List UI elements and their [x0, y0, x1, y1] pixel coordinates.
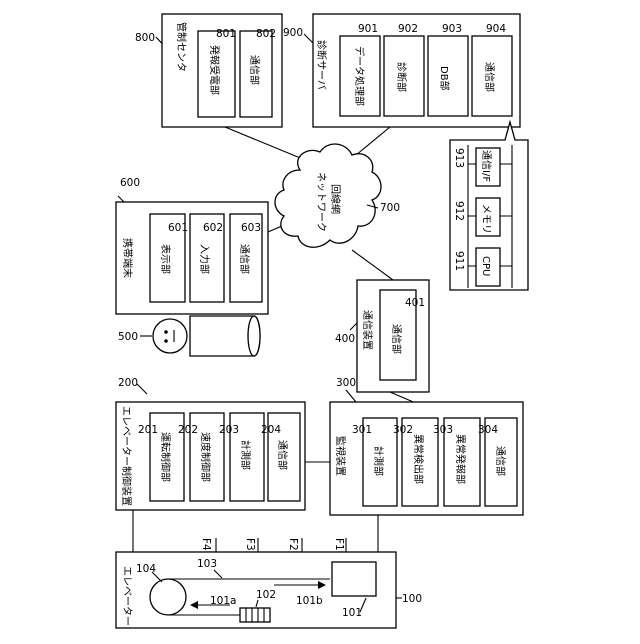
person-figure: 500 — [118, 316, 260, 356]
diagnosis-server-block: 900 診断サーバ データ処理部 901 診断部 902 DB部 903 通信部… — [283, 14, 520, 127]
elevator-ref: 100 — [402, 593, 422, 605]
server-item-1-label: データ処理部 — [353, 46, 366, 106]
floor-label-f1: F1 — [333, 538, 345, 551]
monitor-item-3-ref: 303 — [433, 424, 453, 436]
monitor-item-1-ref: 301 — [352, 424, 372, 436]
monitor-title: 監視装置 — [334, 436, 347, 476]
central-item-1-ref: 801 — [216, 28, 236, 40]
server-item-2-ref: 902 — [398, 23, 418, 35]
hw-item-3-label: CPU — [480, 256, 491, 276]
comm-title: 通信装置 — [361, 310, 374, 350]
controller-item-4-ref: 204 — [261, 424, 281, 436]
hardware-callout: 913 通信I/F 912 メモリ 911 CPU — [450, 122, 528, 290]
sheave-pulley — [150, 579, 186, 615]
server-item-3-label: DB部 — [438, 66, 451, 91]
elevator-block: F4 F3 F2 F1 エレベーター 104 103 102 101a 101b… — [116, 538, 422, 628]
comm-item-1-ref: 401 — [405, 297, 425, 309]
mobile-title: 携帯端末 — [121, 238, 134, 278]
person-ref: 500 — [118, 331, 138, 343]
monitoring-device-block: 300 監視装置 計測部 301 異常検出部 302 異常発報部 303 通信部… — [330, 377, 523, 515]
person-eye-right — [164, 339, 168, 343]
network-cloud-shape — [275, 144, 381, 247]
person-eye-left — [164, 330, 168, 334]
controller-ref: 200 — [118, 377, 138, 389]
mobile-terminal-block: 600 携帯端末 表示部 601 入力部 602 通信部 603 — [116, 177, 268, 314]
controller-item-4-label: 通信部 — [276, 440, 289, 470]
comm-item-1-label: 通信部 — [390, 324, 403, 354]
control-center-block: 800 管制センタ 発報受電部 801 通信部 802 — [135, 14, 282, 127]
elevator-car — [332, 562, 376, 596]
counterweight — [240, 608, 270, 622]
car-ref: 101 — [342, 607, 362, 619]
monitor-item-3-label: 異常発報部 — [454, 434, 467, 484]
mobile-item-2-ref: 602 — [203, 222, 223, 234]
central-ref: 800 — [135, 32, 155, 44]
mobile-item-3-label: 通信部 — [238, 244, 251, 274]
central-item-1-label: 発報受電部 — [208, 45, 221, 95]
network-cloud: ネットワーク 回線網 700 — [275, 144, 400, 247]
rope-b-ref: 101b — [296, 595, 323, 607]
monitor-item-2-label: 異常検出部 — [412, 434, 425, 484]
server-title: 診断サーバ — [315, 40, 328, 90]
central-item-2-ref: 802 — [256, 28, 276, 40]
network-label-1: ネットワーク — [315, 172, 327, 232]
elevator-controller-block: 200 エレベーター制御装置 運転制御部 201 速度制御部 202 計測部 2… — [116, 377, 305, 510]
controller-item-3-ref: 203 — [219, 424, 239, 436]
comm-device-block: 400 通信装置 通信部 401 — [335, 280, 429, 392]
hw-item-2-label: メモリ — [480, 204, 491, 234]
rope-a-ref: 101a — [210, 595, 236, 607]
server-item-1-ref: 901 — [358, 23, 378, 35]
monitor-item-2-ref: 302 — [393, 424, 413, 436]
monitor-item-4-label: 通信部 — [494, 446, 507, 476]
person-body-end — [248, 316, 260, 356]
monitor-item-1-label: 計測部 — [372, 446, 385, 476]
mobile-item-1-label: 表示部 — [159, 244, 172, 274]
mobile-ref: 600 — [120, 177, 140, 189]
server-item-4-label: 通信部 — [483, 62, 496, 92]
link-central-network — [225, 127, 310, 162]
server-ref: 900 — [283, 27, 303, 39]
server-item-4-ref: 904 — [486, 23, 506, 35]
server-item-2-label: 診断部 — [395, 62, 408, 92]
controller-item-2-ref: 202 — [178, 424, 198, 436]
link-comm-network — [352, 250, 393, 280]
controller-title: エレベーター制御装置 — [120, 406, 133, 506]
floor-label-f4: F4 — [200, 538, 212, 551]
hw-item-2-ref: 912 — [453, 201, 465, 221]
hw-item-1-label: 通信I/F — [480, 150, 492, 182]
mobile-item-2-label: 入力部 — [198, 244, 211, 274]
comm-ref: 400 — [335, 333, 355, 345]
controller-item-2-label: 速度制御部 — [199, 432, 212, 482]
hw-item-3-ref: 911 — [453, 251, 465, 271]
mobile-item-1-ref: 601 — [168, 222, 188, 234]
person-head — [153, 319, 187, 353]
network-label-2: 回線網 — [329, 184, 342, 214]
controller-item-1-label: 運転制御部 — [159, 432, 172, 482]
elevator-title: エレベーター — [121, 566, 133, 626]
floor-label-f2: F2 — [287, 538, 299, 551]
central-title: 管制センタ — [175, 22, 188, 72]
controller-item-1-ref: 201 — [138, 424, 158, 436]
hw-item-1-ref: 913 — [453, 148, 465, 168]
rope-ref: 103 — [197, 558, 217, 570]
network-ref: 700 — [380, 202, 400, 214]
monitor-item-4-ref: 304 — [478, 424, 498, 436]
server-item-3-ref: 903 — [442, 23, 462, 35]
controller-item-3-label: 計測部 — [239, 440, 252, 470]
counterweight-ref: 102 — [256, 589, 276, 601]
floor-label-f3: F3 — [244, 538, 256, 551]
mobile-item-3-ref: 603 — [241, 222, 261, 234]
central-item-2-label: 通信部 — [248, 55, 261, 85]
monitor-ref: 300 — [336, 377, 356, 389]
